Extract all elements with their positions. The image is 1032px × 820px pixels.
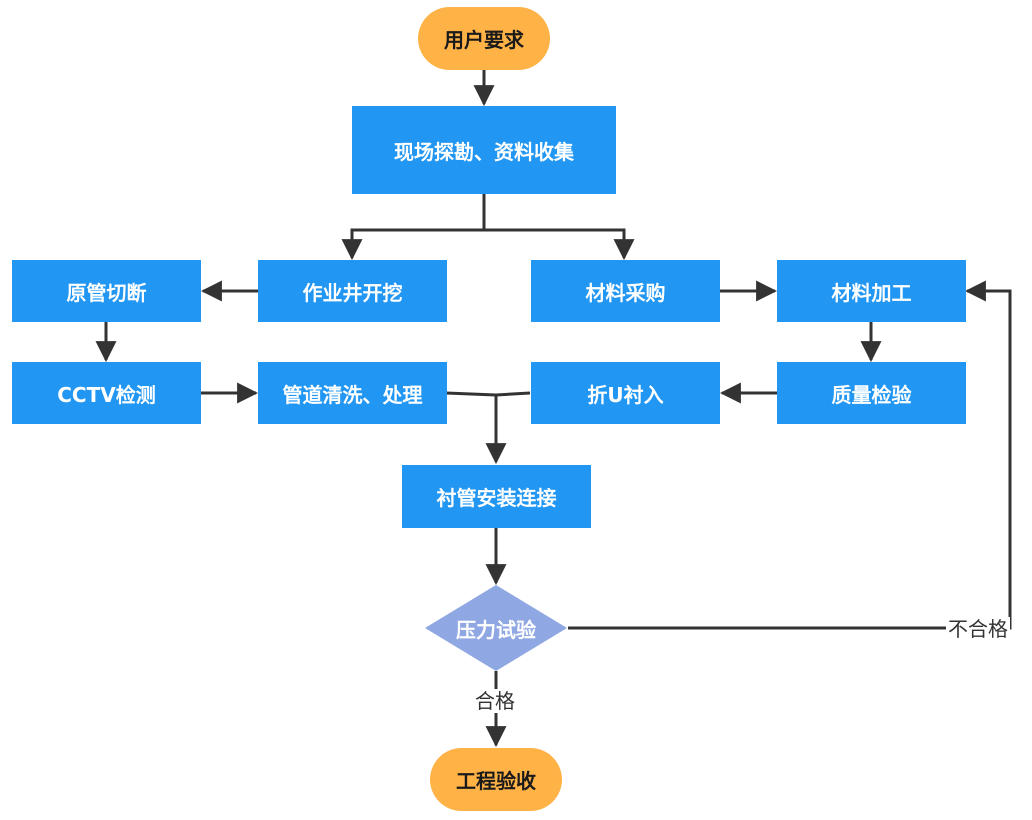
quality-check-label: 质量检验 <box>831 382 912 407</box>
survey-node: 现场探勘、资料收集 <box>352 106 616 194</box>
pipe-cut-label: 原管切断 <box>66 280 147 305</box>
liner-install-label: 衬管安装连接 <box>436 486 557 510</box>
pass-edge-label: 合格 <box>473 689 517 713</box>
liner-install-node: 衬管安装连接 <box>402 465 591 528</box>
well-dig-label: 作业井开挖 <box>302 280 403 305</box>
pressure-test-node: 压力试验 <box>425 585 567 671</box>
pipe-clean-label: 管道清洗、处理 <box>282 382 423 407</box>
fold-u-node: 折U衬入 <box>531 362 720 424</box>
pipe-cut-node: 原管切断 <box>12 260 201 322</box>
pipe-clean-node: 管道清洗、处理 <box>258 362 447 424</box>
well-dig-node: 作业井开挖 <box>258 260 447 322</box>
fail-edge-label: 不合格 <box>946 617 1010 641</box>
quality-check-node: 质量检验 <box>777 362 966 424</box>
edge-pressure-fail <box>568 280 1012 630</box>
pressure-test-label: 压力试验 <box>456 617 536 642</box>
edge-clean-liner <box>445 391 531 397</box>
start-node: 用户要求 <box>418 7 550 70</box>
material-buy-label: 材料采购 <box>585 280 666 305</box>
edge-survey-material <box>484 228 635 261</box>
acceptance-node: 工程验收 <box>430 748 562 811</box>
cctv-label: CCTV检测 <box>57 382 156 407</box>
start-label: 用户要求 <box>444 28 524 52</box>
material-buy-node: 材料采购 <box>531 260 720 322</box>
pressure-test-diamond <box>425 585 567 671</box>
survey-label: 现场探勘、资料收集 <box>394 139 574 164</box>
fold-u-label: 折U衬入 <box>587 382 664 407</box>
material-process-node: 材料加工 <box>777 260 966 322</box>
material-process-label: 材料加工 <box>831 280 912 305</box>
cctv-node: CCTV检测 <box>12 362 201 424</box>
edge-survey-well <box>341 194 486 261</box>
acceptance-label: 工程验收 <box>456 769 536 793</box>
